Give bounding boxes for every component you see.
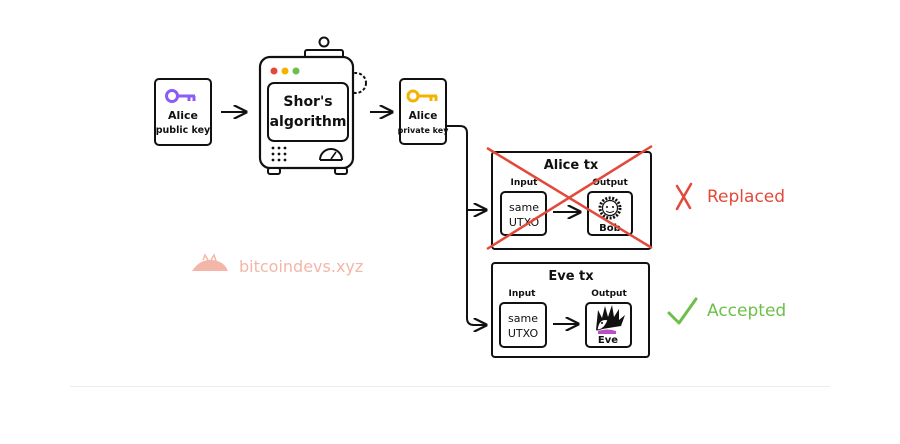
green-check-icon: [667, 297, 698, 325]
replaced-label: Replaced: [707, 187, 785, 207]
green-light: [292, 67, 300, 75]
eve-hedgehog-icon: [596, 305, 625, 334]
cross-out-icon: [486, 144, 653, 251]
yellow-light: [281, 67, 289, 75]
quantum-computer: Shor's algorithm: [258, 36, 367, 175]
alice-tx-input-line2: UTXO: [509, 216, 540, 229]
alice-tx-input-line1: same: [509, 201, 539, 214]
eve-tx-box: Eve tx Input Output same UTXO Eve: [491, 262, 650, 358]
accepted-label: Accepted: [707, 301, 786, 321]
watermark: bitcoindevs.xyz: [192, 253, 363, 276]
purple-key-icon: [165, 89, 196, 103]
eve-tx-input-box: [499, 302, 547, 348]
bottom-divider: [70, 386, 830, 387]
eve-tx-input-line2: UTXO: [508, 327, 539, 340]
bob-label: Bob: [599, 223, 621, 234]
computer-line1: Shor's: [283, 94, 332, 110]
watermark-text: bitcoindevs.xyz: [239, 257, 363, 276]
speaker-grid: [271, 146, 287, 162]
watermark-logo-icon: [192, 259, 228, 271]
computer-screen: [267, 82, 349, 142]
red-light: [270, 67, 278, 75]
replaced-status: Replaced: [675, 182, 785, 211]
alice-tx-input-label: Input: [511, 178, 539, 188]
public-key-line2: public key: [156, 125, 211, 136]
bob-avatar-icon: [598, 196, 622, 220]
eve-label: Eve: [598, 335, 618, 346]
private-key-line1: Alice: [409, 110, 438, 122]
eve-tx-input-line1: same: [508, 312, 538, 325]
alice-tx-title: Alice tx: [544, 158, 599, 173]
public-key-line1: Alice: [168, 109, 198, 122]
eve-tx-title: Eve tx: [548, 269, 594, 284]
computer-line2: algorithm: [270, 114, 347, 130]
accepted-status: Accepted: [667, 297, 786, 325]
gold-key-icon: [406, 89, 438, 103]
eve-tx-output-label: Output: [591, 289, 627, 299]
gauge-icon: [319, 148, 343, 161]
alice-tx-output-label: Output: [592, 178, 628, 188]
antenna-tip: [318, 36, 330, 48]
red-x-icon: [675, 182, 693, 211]
public-key-card: Alice public key: [154, 78, 212, 146]
private-key-card: Alice private key: [398, 78, 450, 145]
eve-tx-input-label: Input: [509, 289, 537, 299]
private-key-line2: private key: [398, 126, 450, 135]
connector-to-eve-tx: [446, 125, 486, 325]
